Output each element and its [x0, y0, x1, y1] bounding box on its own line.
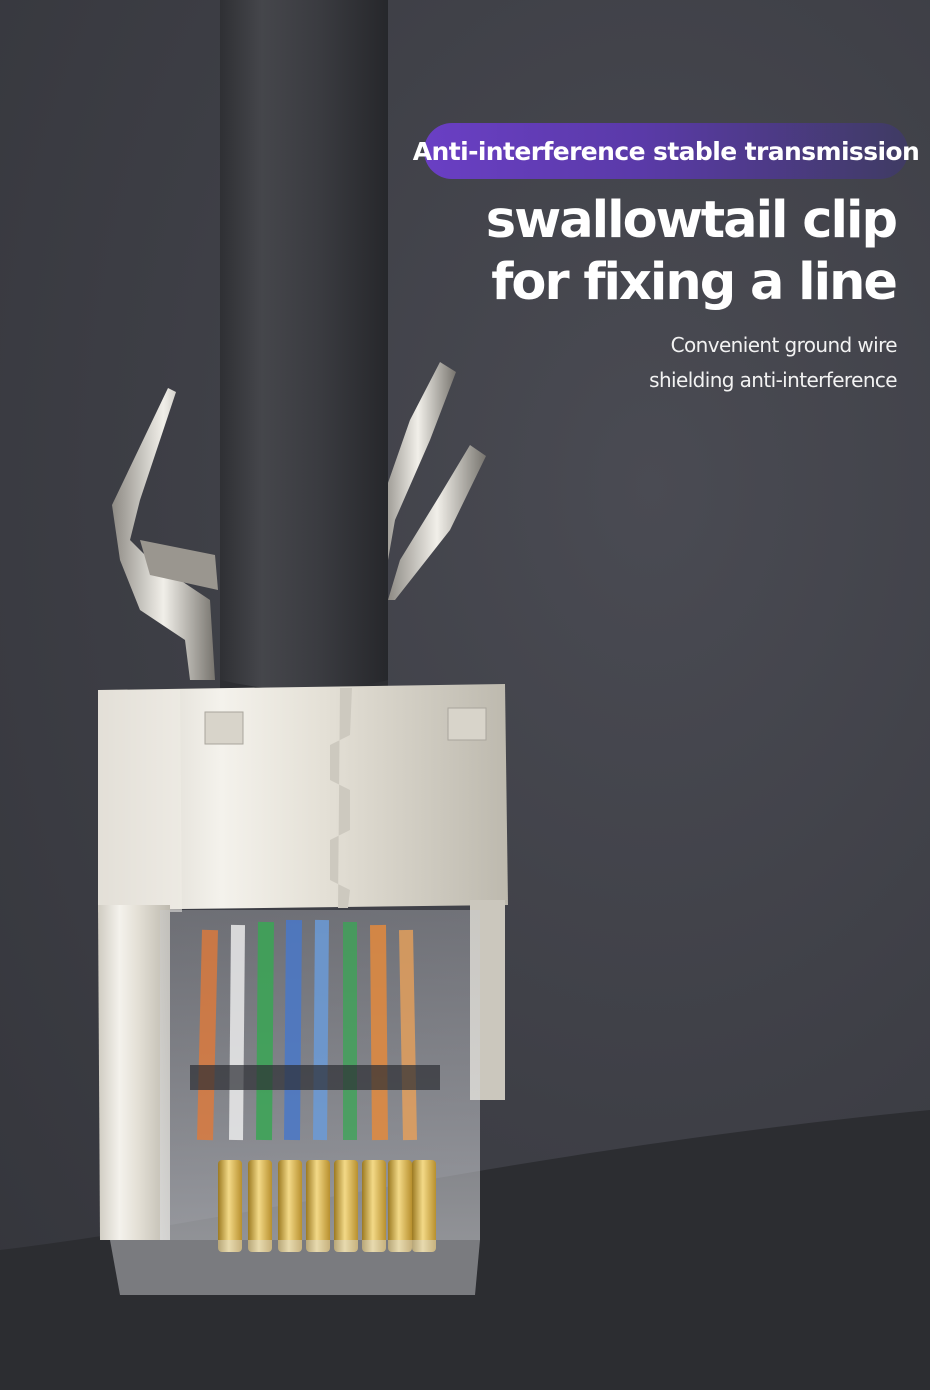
subtitle-line-1: Convenient ground wire	[670, 333, 898, 357]
floor-surface	[0, 1110, 930, 1390]
headline-line-2: for fixing a line	[491, 253, 898, 312]
headline: swallowtail clip for fixing a line	[336, 190, 898, 314]
swallowtail-clip-left	[112, 388, 218, 680]
headline-line-1: swallowtail clip	[485, 191, 898, 250]
subtitle-line-2: shielding anti-interference	[649, 368, 897, 392]
network-cable	[220, 0, 388, 700]
subtitle: Convenient ground wire shielding anti-in…	[477, 328, 897, 398]
swallowtail-clip-right	[380, 362, 486, 600]
feature-badge-text: Anti-interference stable transmission	[412, 136, 920, 166]
gold-contact-pins	[218, 1160, 436, 1252]
feature-badge: Anti-interference stable transmission	[413, 123, 920, 179]
